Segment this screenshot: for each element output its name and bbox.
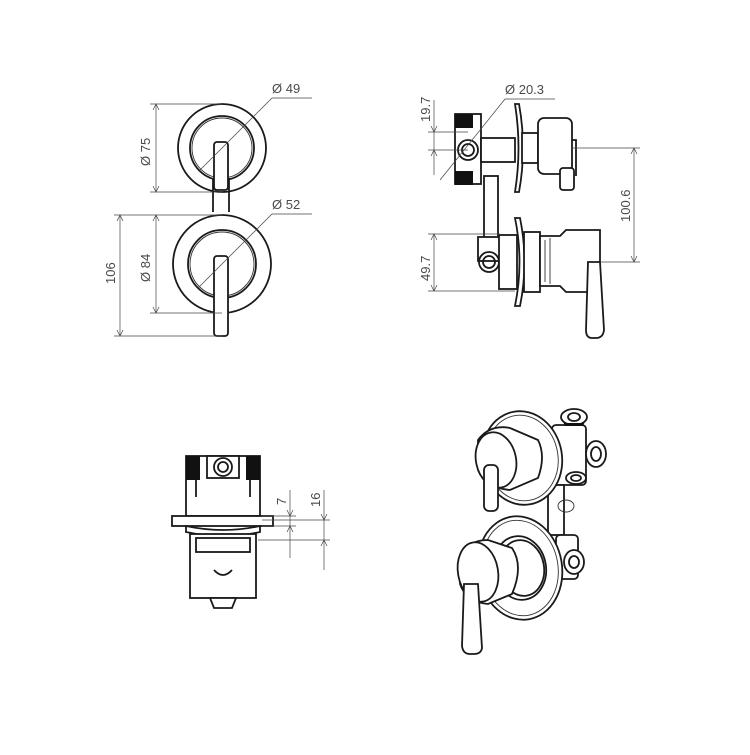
front-view-stem: [212, 178, 230, 212]
side-bottom-valve-body: [477, 234, 518, 290]
dim-top-offset: 19.7: [418, 97, 468, 175]
dim-plate-to-knob: 16: [258, 490, 330, 570]
iso-top-port: [560, 408, 588, 426]
dim-plate-to-knob-label: 16: [308, 493, 323, 507]
dim-bottom-offset-label: 49.7: [418, 256, 433, 281]
dim-top-plate-diameter-label: Ø 75: [138, 138, 153, 166]
dim-bottom-knob-diameter-label: Ø 52: [272, 197, 300, 212]
side-view: Ø 20.3 19.7 49.7 100.6: [418, 82, 640, 339]
top-handle-lever: [213, 141, 229, 191]
dim-top-knob-diameter-label: Ø 49: [272, 81, 300, 96]
dim-overall-height: 106: [103, 214, 222, 337]
iso-side-port-upper: [585, 440, 607, 468]
side-bottom-plate: [513, 217, 541, 307]
dim-top-offset-label: 19.7: [418, 97, 433, 122]
top-view-knob: [189, 533, 257, 609]
dim-top-plate-diameter: Ø 75: [138, 103, 222, 193]
top-view-plate: [171, 515, 274, 537]
iso-bottom-port: [563, 471, 587, 575]
bottom-handle-lever: [213, 255, 229, 337]
side-top-knob: [537, 117, 577, 191]
side-bottom-lever: [585, 261, 605, 339]
dim-overall-height-label: 106: [103, 262, 118, 284]
dim-bottom-plate-diameter-label: Ø 84: [138, 254, 153, 282]
dim-bottom-plate-diameter: Ø 84: [138, 214, 222, 314]
dim-plate-to-body: 7: [262, 490, 296, 558]
dim-bottom-offset: 49.7: [418, 233, 515, 292]
side-top-valve-body: [454, 113, 516, 185]
dim-port-diameter-label: Ø 20.3: [505, 82, 544, 97]
top-view-body: [185, 455, 261, 517]
side-connecting-pipe: [483, 175, 499, 243]
dim-plate-to-body-label: 7: [274, 498, 289, 505]
dim-port-diameter: Ø 20.3: [439, 82, 555, 181]
dim-centre-distance: 100.6: [572, 147, 640, 263]
iso-top-handle-lever: [483, 464, 499, 512]
top-view: 7 16: [171, 455, 330, 609]
iso-bottom-handle-lever: [461, 583, 483, 655]
dim-bottom-knob-diameter: Ø 52: [197, 197, 312, 289]
front-view: Ø 75 Ø 49 Ø 84 106: [103, 81, 312, 337]
isometric-view: [456, 408, 607, 655]
dim-top-knob-diameter: Ø 49: [199, 81, 312, 171]
dim-centre-distance-label: 100.6: [618, 189, 633, 222]
side-top-plate: [513, 103, 539, 193]
